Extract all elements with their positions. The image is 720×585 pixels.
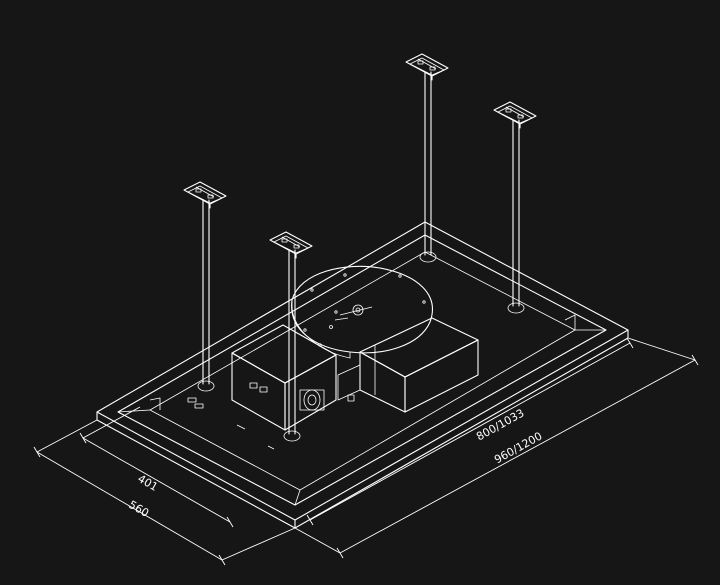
rod-rear-left xyxy=(419,71,437,263)
dim-width-inner: 401 xyxy=(135,472,160,494)
motor-housing xyxy=(231,324,337,431)
dimension-lines xyxy=(33,337,699,566)
dim-length-outer: 960/1200 xyxy=(492,429,544,466)
mounting-brackets xyxy=(183,53,537,259)
bracket-left-front xyxy=(183,181,227,209)
frame-vents xyxy=(187,397,275,450)
rod-rear-right xyxy=(507,119,525,314)
motor-plate xyxy=(291,265,433,359)
rod-center-front xyxy=(283,249,301,442)
suspension-rods xyxy=(197,71,525,442)
dimension-labels: 401 560 800/1033 960/1200 xyxy=(126,406,544,519)
hood-frame xyxy=(96,221,629,529)
bracket-center-front xyxy=(269,231,313,259)
exhaust-duct xyxy=(337,317,479,413)
rod-left-front xyxy=(197,199,215,392)
bracket-rear-right xyxy=(493,101,537,129)
bracket-rear-left xyxy=(405,53,449,81)
